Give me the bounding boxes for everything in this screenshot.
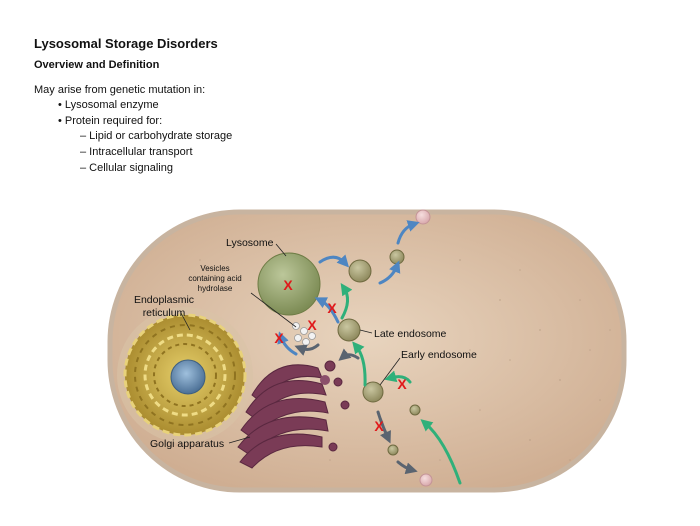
leader-early-endosome — [379, 357, 401, 386]
cytoplasm-speckles — [199, 239, 611, 461]
arrow-gray-recycling — [376, 410, 391, 444]
sub-bullet-cellular-signaling: – Cellular signaling — [80, 162, 173, 174]
leader-lysosome — [275, 243, 287, 257]
block-marker-vesicles: X — [307, 317, 317, 333]
vesicle-recycling — [387, 444, 399, 456]
intro-text: May arise from genetic mutation in: — [34, 84, 206, 96]
sub-bullet-lipid-storage: – Lipid or carbohydrate storage — [80, 130, 233, 142]
membrane-vesicle-top — [415, 209, 431, 225]
block-marker-early-endosome: X — [397, 376, 407, 392]
arrow-golgi-to-vesicles — [277, 331, 298, 356]
sub-bullet-intracellular-transport: – Intracellular transport — [80, 146, 193, 158]
arrow-to-membrane — [378, 260, 401, 285]
lysosome — [257, 252, 321, 316]
page-subtitle: Overview and Definition — [34, 59, 160, 71]
arrow-gray-golgi — [338, 348, 360, 361]
golgi-vesicle — [320, 375, 330, 385]
arrow-early-to-late — [352, 341, 367, 387]
leader-golgi — [228, 436, 251, 444]
label-er-1: Endoplasmic — [134, 294, 194, 306]
arrow-endocytosis — [420, 419, 462, 485]
golgi-apparatus — [237, 360, 350, 469]
bullet-lysosomal-enzyme: • Lysosomal enzyme — [58, 99, 159, 111]
arrow-gray-to-membrane — [396, 460, 418, 475]
nucleus — [170, 359, 206, 395]
leader-er — [180, 312, 191, 331]
membrane-vesicle-bottom — [419, 473, 433, 487]
block-marker-transport: X — [327, 300, 337, 316]
vesicle-endocytic — [409, 404, 421, 416]
arrow-gray-hydrolase — [294, 343, 320, 356]
autophagosome — [348, 259, 372, 283]
arrow-lysosome-to-vesicle — [318, 254, 350, 268]
label-vesicles-1: Vesicles — [200, 264, 229, 273]
late-endosome — [337, 318, 361, 342]
block-marker-lysosome: X — [283, 277, 293, 293]
bullet-protein-required: • Protein required for: — [58, 115, 163, 127]
label-lysosome: Lysosome — [226, 237, 274, 249]
page-title: Lysosomal Storage Disorders — [34, 36, 218, 51]
label-vesicles-2: containing acid — [188, 274, 241, 283]
arrow-green-to-lysosome — [340, 283, 353, 320]
label-late-endosome: Late endosome — [374, 328, 447, 340]
arrow-late-endosome-to-lysosome — [314, 297, 340, 324]
early-endosome — [362, 381, 384, 403]
label-early-endosome: Early endosome — [401, 349, 477, 361]
block-marker-golgi-route: X — [274, 330, 284, 346]
leader-vesicles — [250, 292, 297, 328]
label-er-2: reticulum — [143, 307, 186, 319]
hydrolase-vesicles — [292, 322, 316, 346]
arrow-to-early-endosome — [384, 370, 412, 384]
label-golgi: Golgi apparatus — [150, 438, 224, 450]
arrow-exocytosis — [396, 220, 420, 245]
small-vesicle — [389, 249, 405, 265]
cell-membrane — [107, 209, 627, 493]
label-vesicles-3: hydrolase — [198, 284, 233, 293]
leader-late-endosome — [359, 329, 373, 334]
block-marker-recycling: X — [374, 418, 384, 434]
